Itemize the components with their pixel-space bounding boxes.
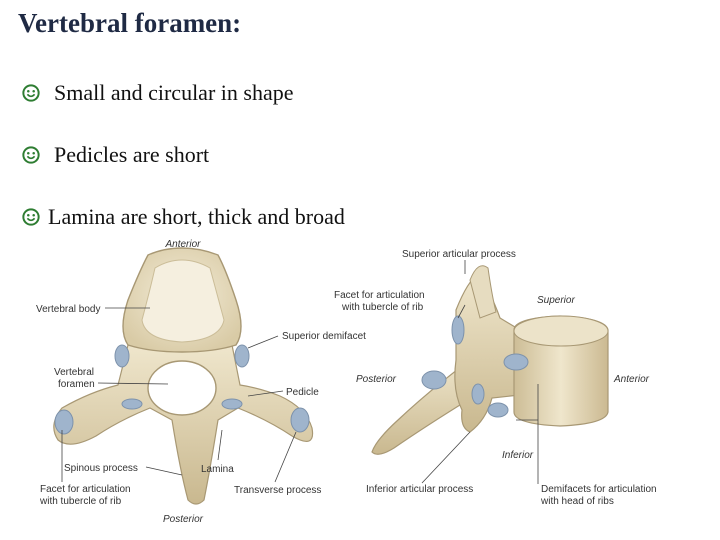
label-superior-demifacet: Superior demifacet: [282, 331, 366, 342]
label-spinous-process: Spinous process: [64, 463, 138, 474]
label-anterior-lateral: Anterior: [613, 374, 650, 385]
label-posterior-lateral: Posterior: [356, 374, 397, 385]
label-superior-articular-process: Superior articular process: [402, 249, 516, 260]
label-lamina: Lamina: [201, 464, 234, 475]
label-vertebral-body: Vertebral body: [36, 304, 101, 315]
label-inferior: Inferior: [502, 450, 534, 461]
vertebral-foramen-shape: [148, 361, 216, 415]
label-superior: Superior: [537, 295, 575, 306]
label-pedicle: Pedicle: [286, 387, 319, 398]
label-transverse-process: Transverse process: [234, 485, 321, 496]
label-inferior-articular-process: Inferior articular process: [366, 484, 473, 495]
label-posterior: Posterior: [163, 514, 204, 525]
label-anterior: Anterior: [164, 239, 201, 250]
